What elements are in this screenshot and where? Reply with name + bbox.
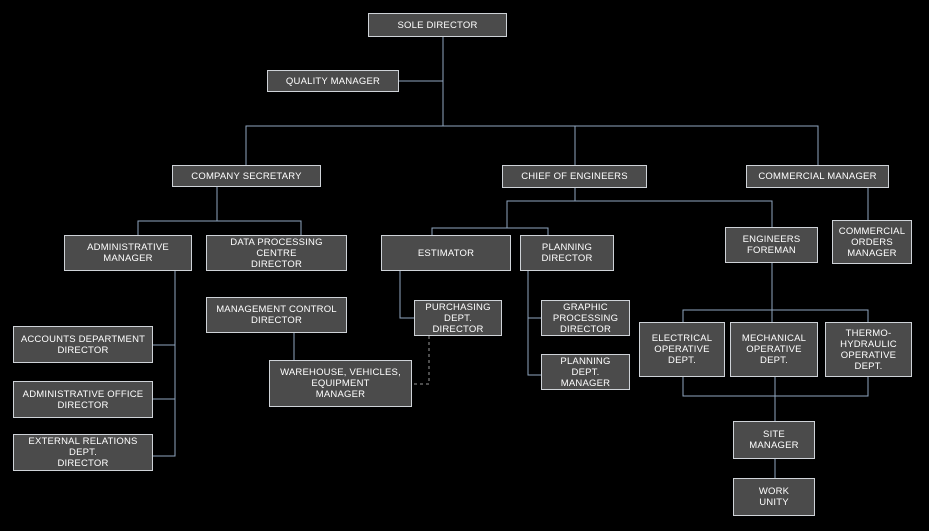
connector-chief-of-engineers-to-engineers-foreman [574, 188, 773, 227]
connector-chief-of-engineers-to-estimator [431, 188, 576, 235]
node-engineers-foreman: ENGINEERS FOREMAN [725, 227, 818, 263]
connector-sole-director-to-company-secretary [245, 37, 444, 165]
node-chief-of-engineers: CHIEF OF ENGINEERS [502, 165, 647, 188]
node-sole-director: SOLE DIRECTOR [368, 13, 507, 37]
connector-planning-director-to-graphic-processing-director [527, 271, 541, 319]
node-management-control-director: MANAGEMENT CONTROL DIRECTOR [206, 297, 347, 333]
node-commercial-orders-manager: COMMERCIAL ORDERS MANAGER [832, 220, 912, 264]
node-company-secretary: COMPANY SECRETARY [172, 165, 321, 187]
connector-company-secretary-to-administrative-manager [137, 187, 218, 235]
connector-engineers-foreman-to-electrical-operative-dept [682, 263, 773, 322]
node-accounts-department-director: ACCOUNTS DEPARTMENT DIRECTOR [13, 326, 153, 363]
node-site-manager: SITE MANAGER [733, 421, 815, 459]
node-planning-director: PLANNING DIRECTOR [520, 235, 614, 271]
node-data-processing-centre-director: DATA PROCESSING CENTRE DIRECTOR [206, 235, 347, 271]
connector-operative-departments-bus [682, 377, 869, 397]
connector-estimator-to-purchasing-dept-director [399, 271, 414, 319]
connector-purchasing-dept-director-to-warehouse-vehicles-equipment-manager [412, 336, 430, 385]
connector-company-secretary-to-data-processing-centre-director [216, 187, 302, 235]
node-graphic-processing-director: GRAPHIC PROCESSING DIRECTOR [541, 300, 630, 336]
connector-planning-director-to-planning-dept-manager [527, 271, 541, 376]
node-work-unity: WORK UNITY [733, 478, 815, 516]
node-planning-dept-manager: PLANNING DEPT. MANAGER [541, 354, 630, 390]
node-commercial-manager: COMMERCIAL MANAGER [746, 165, 889, 188]
node-mechanical-operative-dept: MECHANICAL OPERATIVE DEPT. [730, 322, 818, 377]
connector-administrative-manager-to-administrative-office-director [153, 271, 176, 400]
connector-sole-director-to-commercial-manager [442, 37, 819, 165]
connector-sole-director-to-chief-of-engineers [442, 37, 576, 165]
connector-sole-director-to-quality-manager [399, 37, 444, 82]
connector-chief-of-engineers-to-planning-director [506, 188, 576, 235]
node-quality-manager: QUALITY MANAGER [267, 70, 399, 92]
connector-administrative-manager-to-accounts-department-director [153, 271, 176, 346]
node-estimator: ESTIMATOR [381, 235, 511, 271]
node-purchasing-dept-director: PURCHASING DEPT. DIRECTOR [414, 300, 502, 336]
node-external-relations-dept-director: EXTERNAL RELATIONS DEPT. DIRECTOR [13, 434, 153, 471]
connector-administrative-manager-to-external-relations-dept-director [153, 271, 176, 457]
node-thermo-hydraulic-operative-dept: THERMO- HYDRAULIC OPERATIVE DEPT. [825, 322, 912, 377]
node-administrative-manager: ADMINISTRATIVE MANAGER [64, 235, 192, 271]
connector-engineers-foreman-to-thermo-hydraulic-operative-dept [771, 263, 869, 322]
node-electrical-operative-dept: ELECTRICAL OPERATIVE DEPT. [639, 322, 725, 377]
node-administrative-office-director: ADMINISTRATIVE OFFICE DIRECTOR [13, 381, 153, 418]
node-warehouse-vehicles-equipment-manager: WAREHOUSE, VEHICLES, EQUIPMENT MANAGER [269, 360, 412, 407]
